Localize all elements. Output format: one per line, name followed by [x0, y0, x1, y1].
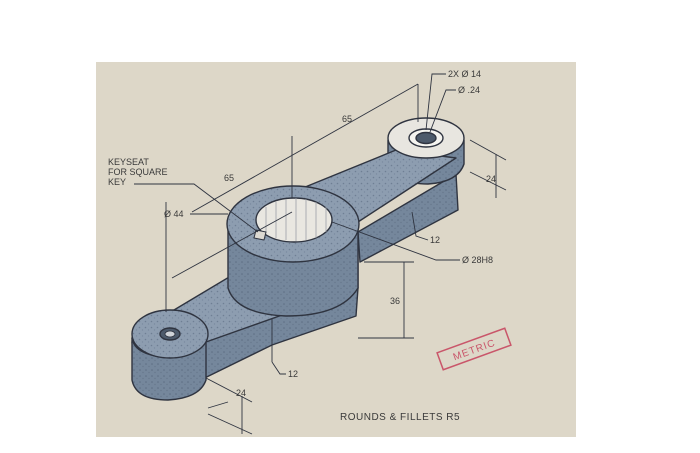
- right-hole: [415, 131, 437, 145]
- label-dia-44: Ø 44: [164, 209, 184, 219]
- label-dim-24-right: 24: [486, 174, 496, 184]
- part-body: [131, 117, 465, 401]
- isometric-drawing: 2X Ø 14 Ø .24 65 65 KEYSEAT FOR SQUARE K…: [108, 69, 512, 435]
- label-keyseat-3: KEY: [108, 177, 126, 187]
- label-dim-12-mid: 12: [430, 235, 440, 245]
- metric-stamp: METRIC: [436, 327, 512, 371]
- label-dia-28h8: Ø 28H8: [462, 255, 493, 265]
- label-dim-36: 36: [390, 296, 400, 306]
- label-keyseat-2: FOR SQUARE: [108, 167, 168, 177]
- bore-hatching: [265, 198, 327, 241]
- label-hole-small: 2X Ø 14: [448, 69, 481, 79]
- drawing-photo: 2X Ø 14 Ø .24 65 65 KEYSEAT FOR SQUARE K…: [96, 62, 576, 437]
- hub-bore: [255, 197, 333, 243]
- label-keyseat-1: KEYSEAT: [108, 157, 149, 167]
- label-counterbore: Ø .24: [458, 85, 480, 95]
- label-rounds-fillets: ROUNDS & FILLETS R5: [340, 412, 460, 423]
- dimension-lines: [134, 73, 507, 435]
- stamp-text: METRIC: [452, 338, 497, 364]
- label-dim-65-left: 65: [224, 173, 234, 183]
- upper-arm-side: [357, 173, 459, 263]
- label-dim-65-top: 65: [342, 114, 352, 124]
- label-dim-24-left: 24: [236, 388, 246, 398]
- keyseat: [253, 229, 267, 241]
- left-hole-inner: [164, 330, 176, 338]
- label-dim-12-low: 12: [288, 369, 298, 379]
